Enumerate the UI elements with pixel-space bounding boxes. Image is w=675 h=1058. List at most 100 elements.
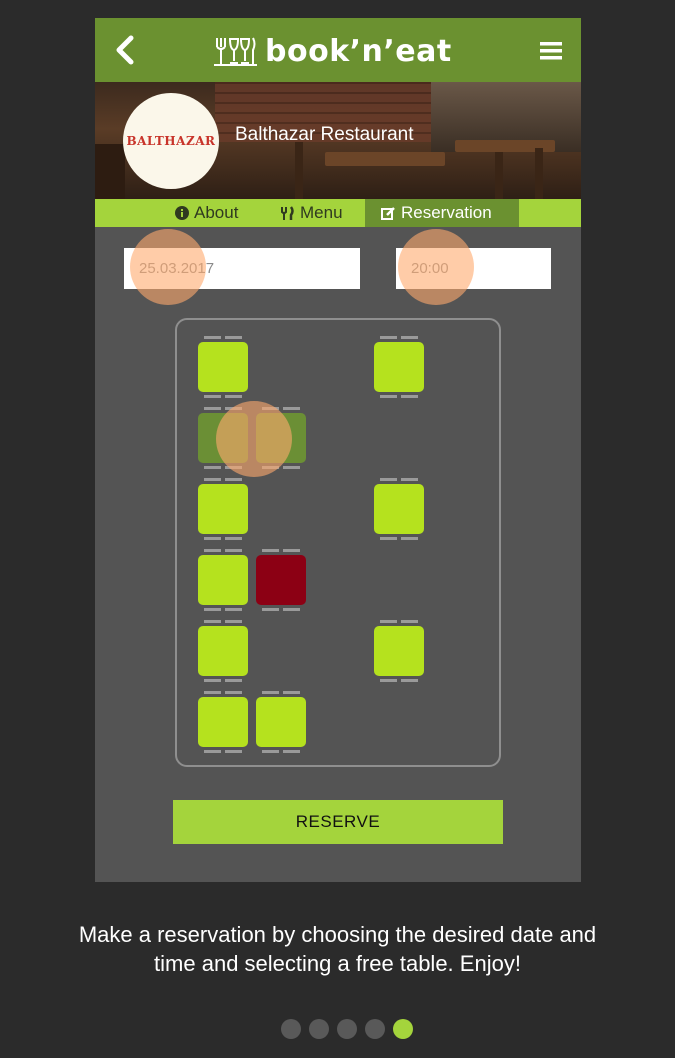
table-free[interactable] bbox=[198, 342, 248, 392]
seat-marker bbox=[283, 608, 300, 611]
edit-icon bbox=[381, 206, 395, 220]
chevron-left-icon bbox=[116, 35, 134, 65]
seat-marker bbox=[401, 478, 418, 481]
brick-wall-background bbox=[215, 82, 445, 142]
seat-marker bbox=[225, 395, 242, 398]
table-free[interactable] bbox=[374, 342, 424, 392]
seat-marker bbox=[283, 691, 300, 694]
seat-marker bbox=[262, 549, 279, 552]
table-free[interactable] bbox=[198, 555, 248, 605]
seat-marker bbox=[204, 549, 221, 552]
restaurant-chair-decor bbox=[535, 148, 543, 199]
seat-marker bbox=[204, 466, 221, 469]
date-value: 25.03.2017 bbox=[139, 260, 215, 277]
seat-marker bbox=[225, 407, 242, 410]
page-dot[interactable] bbox=[309, 1019, 329, 1039]
restaurant-name: Balthazar Restaurant bbox=[235, 124, 414, 145]
table-free[interactable] bbox=[374, 484, 424, 534]
seat-marker bbox=[401, 537, 418, 540]
seat-marker bbox=[225, 750, 242, 753]
restaurant-chair-decor bbox=[295, 142, 303, 199]
restaurant-table-decor bbox=[325, 152, 445, 166]
seat-marker bbox=[225, 691, 242, 694]
restaurant-logo: BALTHAZAR bbox=[123, 93, 219, 189]
seat-marker bbox=[262, 750, 279, 753]
seat-marker bbox=[380, 537, 397, 540]
tab-menu-label: Menu bbox=[300, 203, 343, 222]
seat-marker bbox=[283, 407, 300, 410]
tab-about-label: About bbox=[194, 203, 239, 222]
seat-marker bbox=[204, 336, 221, 339]
phone-screen: book’n’eat BALTHAZAR Balthazar Restauran… bbox=[95, 18, 581, 882]
seat-marker bbox=[225, 537, 242, 540]
seat-marker bbox=[401, 679, 418, 682]
reserve-button[interactable]: RESERVE bbox=[173, 800, 503, 844]
cutlery-glasses-icon bbox=[214, 37, 257, 66]
page-dot[interactable] bbox=[337, 1019, 357, 1039]
seat-marker bbox=[262, 608, 279, 611]
table-selected[interactable] bbox=[198, 413, 248, 463]
seat-marker bbox=[204, 750, 221, 753]
app-logo: book’n’eat bbox=[213, 28, 452, 74]
brand-name: book’n’eat bbox=[265, 33, 452, 69]
seat-marker bbox=[204, 395, 221, 398]
seat-marker bbox=[262, 407, 279, 410]
hamburger-menu-icon bbox=[540, 42, 562, 60]
seat-marker bbox=[225, 478, 242, 481]
app-bar: book’n’eat bbox=[95, 18, 581, 82]
info-icon bbox=[175, 206, 189, 220]
table-occupied[interactable] bbox=[256, 555, 306, 605]
seat-marker bbox=[401, 395, 418, 398]
seat-marker bbox=[262, 691, 279, 694]
seat-marker bbox=[204, 620, 221, 623]
restaurant-table-decor bbox=[455, 140, 555, 152]
table-free[interactable] bbox=[256, 697, 306, 747]
seat-marker bbox=[380, 478, 397, 481]
table-selected[interactable] bbox=[256, 413, 306, 463]
seat-marker bbox=[380, 679, 397, 682]
time-input[interactable]: 20:00 bbox=[396, 248, 551, 289]
seat-marker bbox=[283, 466, 300, 469]
tab-reservation[interactable]: Reservation bbox=[365, 199, 519, 227]
cutlery-icon bbox=[281, 205, 294, 220]
seat-marker bbox=[204, 407, 221, 410]
seat-marker bbox=[225, 549, 242, 552]
tab-bar: About Menu Reservation bbox=[95, 199, 581, 227]
floor-plan bbox=[175, 318, 501, 767]
pagination-dots bbox=[281, 1019, 413, 1039]
seat-marker bbox=[225, 466, 242, 469]
menu-button[interactable] bbox=[537, 36, 567, 64]
caption-text: Make a reservation by choosing the desir… bbox=[78, 922, 597, 976]
seat-marker bbox=[401, 620, 418, 623]
restaurant-header: BALTHAZAR Balthazar Restaurant bbox=[95, 82, 581, 199]
seat-marker bbox=[225, 336, 242, 339]
seat-marker bbox=[262, 466, 279, 469]
date-input[interactable]: 25.03.2017 bbox=[124, 248, 360, 289]
tab-menu[interactable]: Menu bbox=[281, 199, 343, 227]
onboarding-caption: Make a reservation by choosing the desir… bbox=[0, 920, 675, 978]
table-free[interactable] bbox=[198, 697, 248, 747]
table-free[interactable] bbox=[374, 626, 424, 676]
seat-marker bbox=[283, 750, 300, 753]
table-free[interactable] bbox=[198, 484, 248, 534]
tab-about[interactable]: About bbox=[175, 199, 238, 227]
seat-marker bbox=[225, 608, 242, 611]
back-button[interactable] bbox=[109, 32, 145, 68]
seat-marker bbox=[204, 691, 221, 694]
seat-marker bbox=[204, 537, 221, 540]
table-free[interactable] bbox=[198, 626, 248, 676]
seat-marker bbox=[380, 336, 397, 339]
seat-marker bbox=[225, 620, 242, 623]
seat-marker bbox=[380, 395, 397, 398]
seat-marker bbox=[204, 478, 221, 481]
seat-marker bbox=[401, 336, 418, 339]
page-dot[interactable] bbox=[281, 1019, 301, 1039]
restaurant-chair-decor bbox=[495, 152, 503, 199]
seat-marker bbox=[204, 679, 221, 682]
restaurant-chair-decor bbox=[95, 144, 125, 199]
page-dot[interactable] bbox=[365, 1019, 385, 1039]
tab-reservation-label: Reservation bbox=[401, 203, 492, 222]
time-value: 20:00 bbox=[411, 260, 449, 277]
seat-marker bbox=[380, 620, 397, 623]
page-dot[interactable] bbox=[393, 1019, 413, 1039]
